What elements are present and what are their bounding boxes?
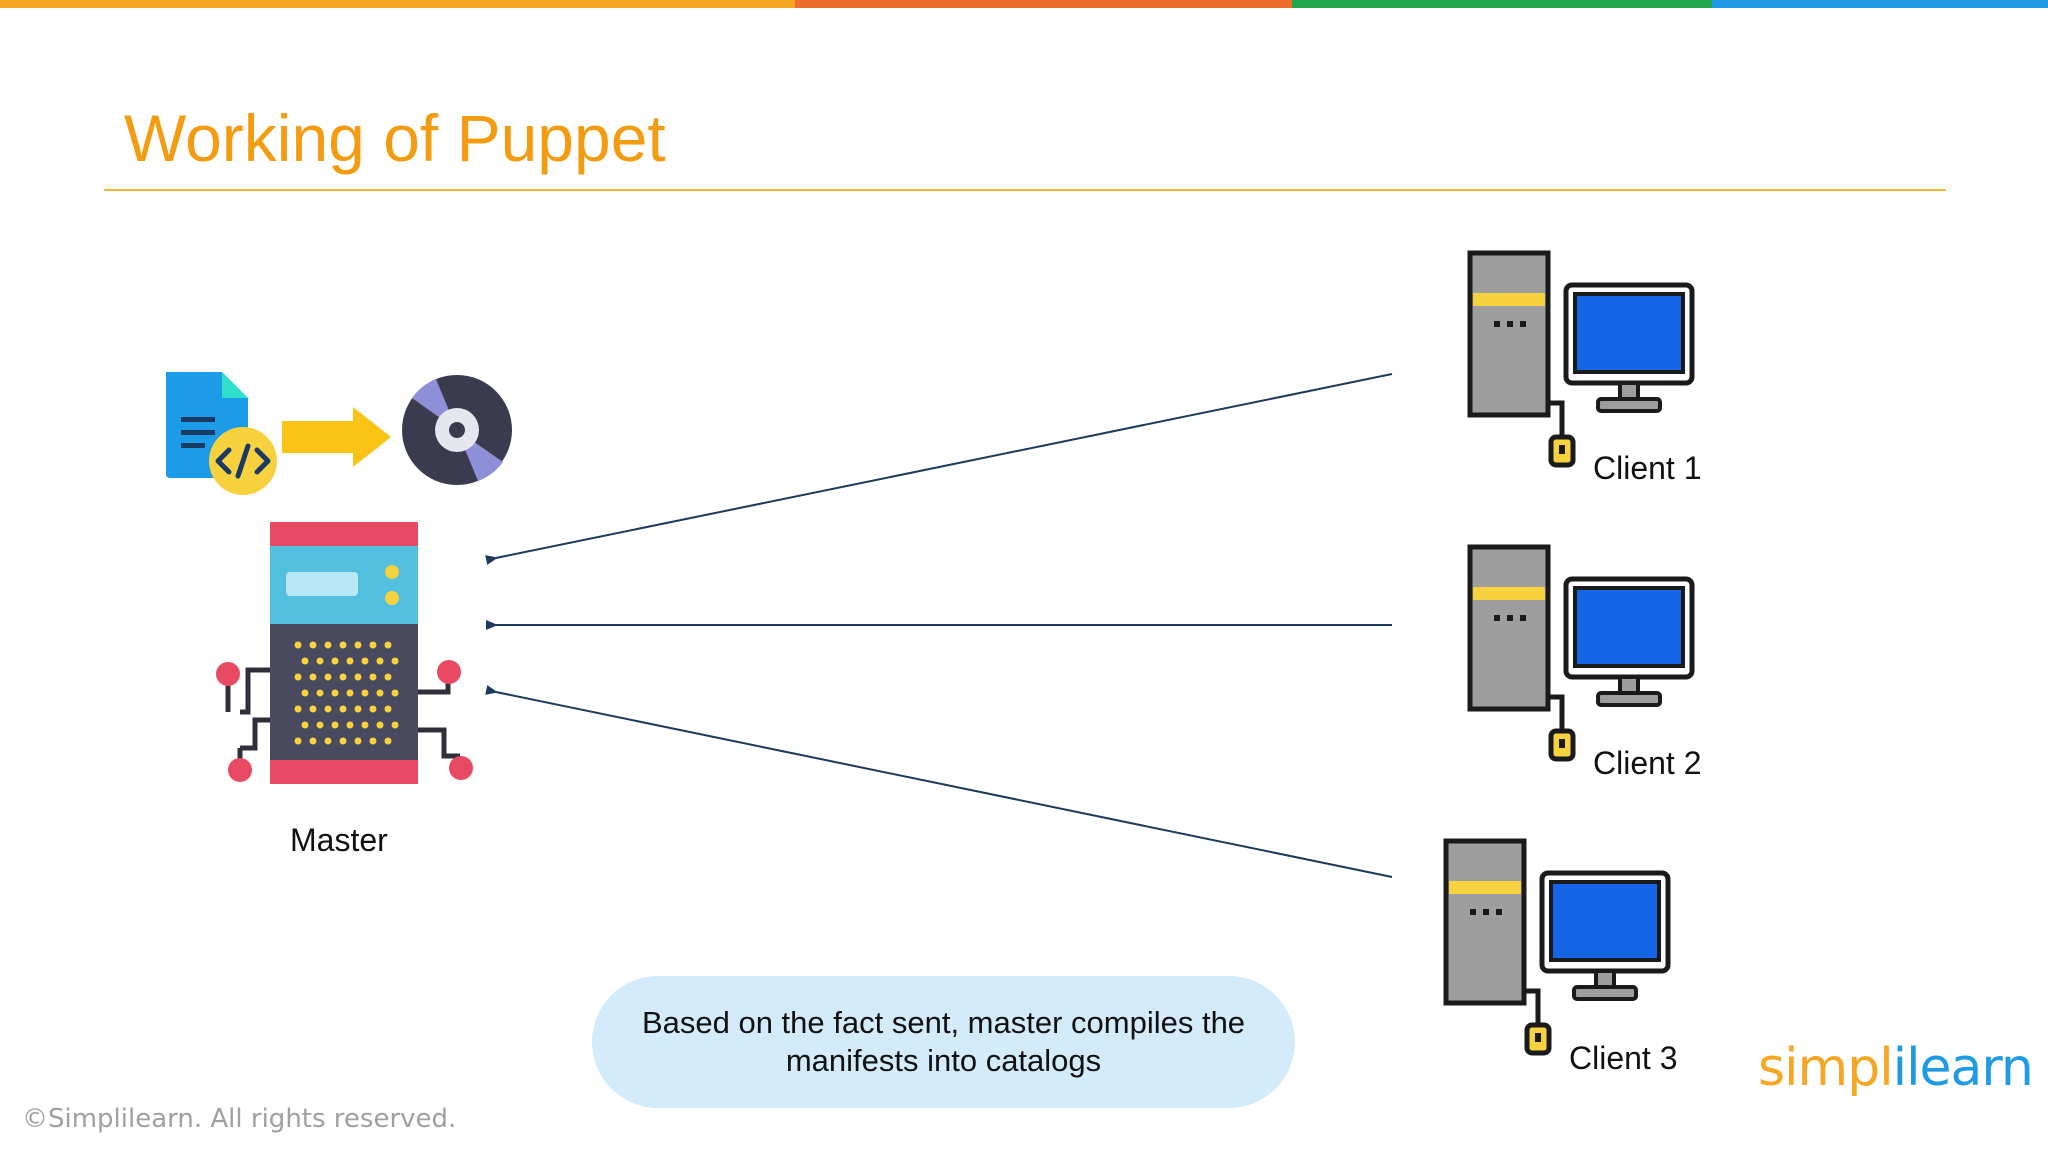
simplilearn-logo: simplilearn xyxy=(1758,1038,2034,1098)
copyright-text: ©Simplilearn. All rights reserved. xyxy=(22,1104,457,1134)
logo-part-2: ilearn xyxy=(1892,1038,2034,1098)
callout-text: Based on the fact sent, master compiles … xyxy=(641,1005,1246,1078)
server-chip-icon xyxy=(216,522,473,784)
arrow-client3-to-master xyxy=(485,685,1393,878)
master-label: Master xyxy=(290,822,388,858)
client-3-label: Client 3 xyxy=(1569,1040,1678,1076)
yellow-arrow-icon xyxy=(282,407,391,467)
client-3-computer-icon[interactable] xyxy=(1446,841,1668,1053)
client-2-label: Client 2 xyxy=(1593,745,1702,781)
top-color-bar xyxy=(0,0,2048,8)
title-underline xyxy=(104,189,1946,191)
client-1-computer-icon[interactable] xyxy=(1470,253,1692,465)
client-2-computer-icon[interactable] xyxy=(1470,547,1692,759)
code-file-icon xyxy=(166,372,277,495)
client-1-label: Client 1 xyxy=(1593,450,1702,486)
slide-title: Working of Puppet xyxy=(124,101,666,175)
arrow-client1-to-master xyxy=(485,373,1393,565)
logo-part-1: simpl xyxy=(1758,1038,1894,1098)
callout-bubble: Based on the fact sent, master compiles … xyxy=(592,976,1295,1108)
disc-icon xyxy=(402,375,512,485)
